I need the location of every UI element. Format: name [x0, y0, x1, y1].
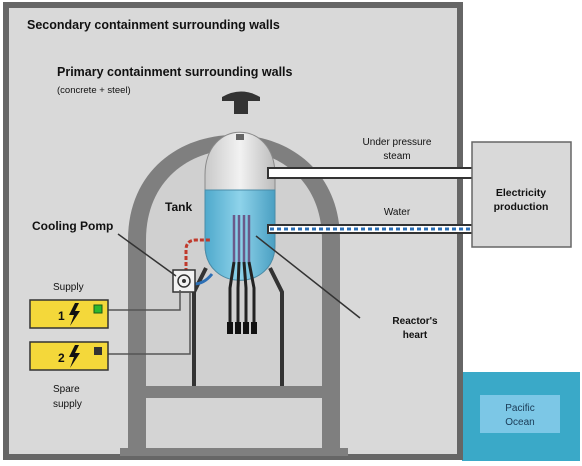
ocean-label-line1: Pacific	[505, 403, 534, 414]
pacific-ocean-box	[480, 395, 560, 433]
supply-2-number: 2	[58, 351, 65, 365]
supply-1-indicator	[93, 304, 103, 314]
steam-label-line1: Under pressure	[363, 137, 432, 148]
primary-walls-label: Primary containment surrounding walls	[57, 65, 293, 79]
supply-2-lightning-icon	[69, 345, 80, 368]
containment-cap	[222, 91, 260, 101]
cooling-pump-label: Cooling Pomp	[32, 219, 113, 233]
supply-label: Supply	[53, 282, 84, 293]
primary-lower-chamber	[146, 398, 322, 452]
supply-1-number: 1	[58, 309, 65, 323]
supply-2-wire	[108, 292, 191, 355]
reactor-core-rods	[232, 215, 251, 262]
supply-1-box	[29, 299, 109, 329]
electricity-label-line2: production	[494, 201, 549, 213]
heart-label-line1: Reactor's	[392, 316, 438, 327]
heart-label-line2: heart	[403, 330, 428, 341]
primary-walls-note: (concrete + steel)	[57, 85, 131, 96]
containment-cap-stem	[234, 100, 248, 114]
steam-label-line2: steam	[383, 151, 410, 162]
supply-1-lightning-icon	[69, 303, 80, 326]
control-rods	[228, 261, 256, 322]
cooling-pump	[172, 269, 196, 293]
supply-2-indicator	[94, 347, 102, 355]
primary-wall-base	[120, 448, 348, 456]
hot-pipe	[184, 238, 210, 272]
electricity-label-line1: Electricity	[496, 187, 546, 199]
control-rod-tips	[227, 322, 257, 334]
supply-1-wire	[108, 290, 181, 311]
water-pipe	[267, 224, 474, 234]
reactor-tank	[204, 131, 276, 281]
tank-label: Tank	[165, 200, 192, 214]
spare-supply-label-line1: Spare	[53, 384, 80, 395]
ocean-label-line2: Ocean	[505, 417, 534, 428]
electricity-production-box	[471, 141, 572, 248]
primary-floor-slab	[128, 386, 340, 398]
spare-supply-label-line2: supply	[53, 399, 82, 410]
water-label: Water	[384, 207, 411, 218]
supply-2-box	[29, 341, 109, 371]
heart-pointer-line	[255, 235, 361, 319]
secondary-walls-label: Secondary containment surrounding walls	[27, 18, 280, 32]
pump-pointer-line	[117, 233, 177, 277]
steam-pipe	[267, 167, 474, 179]
